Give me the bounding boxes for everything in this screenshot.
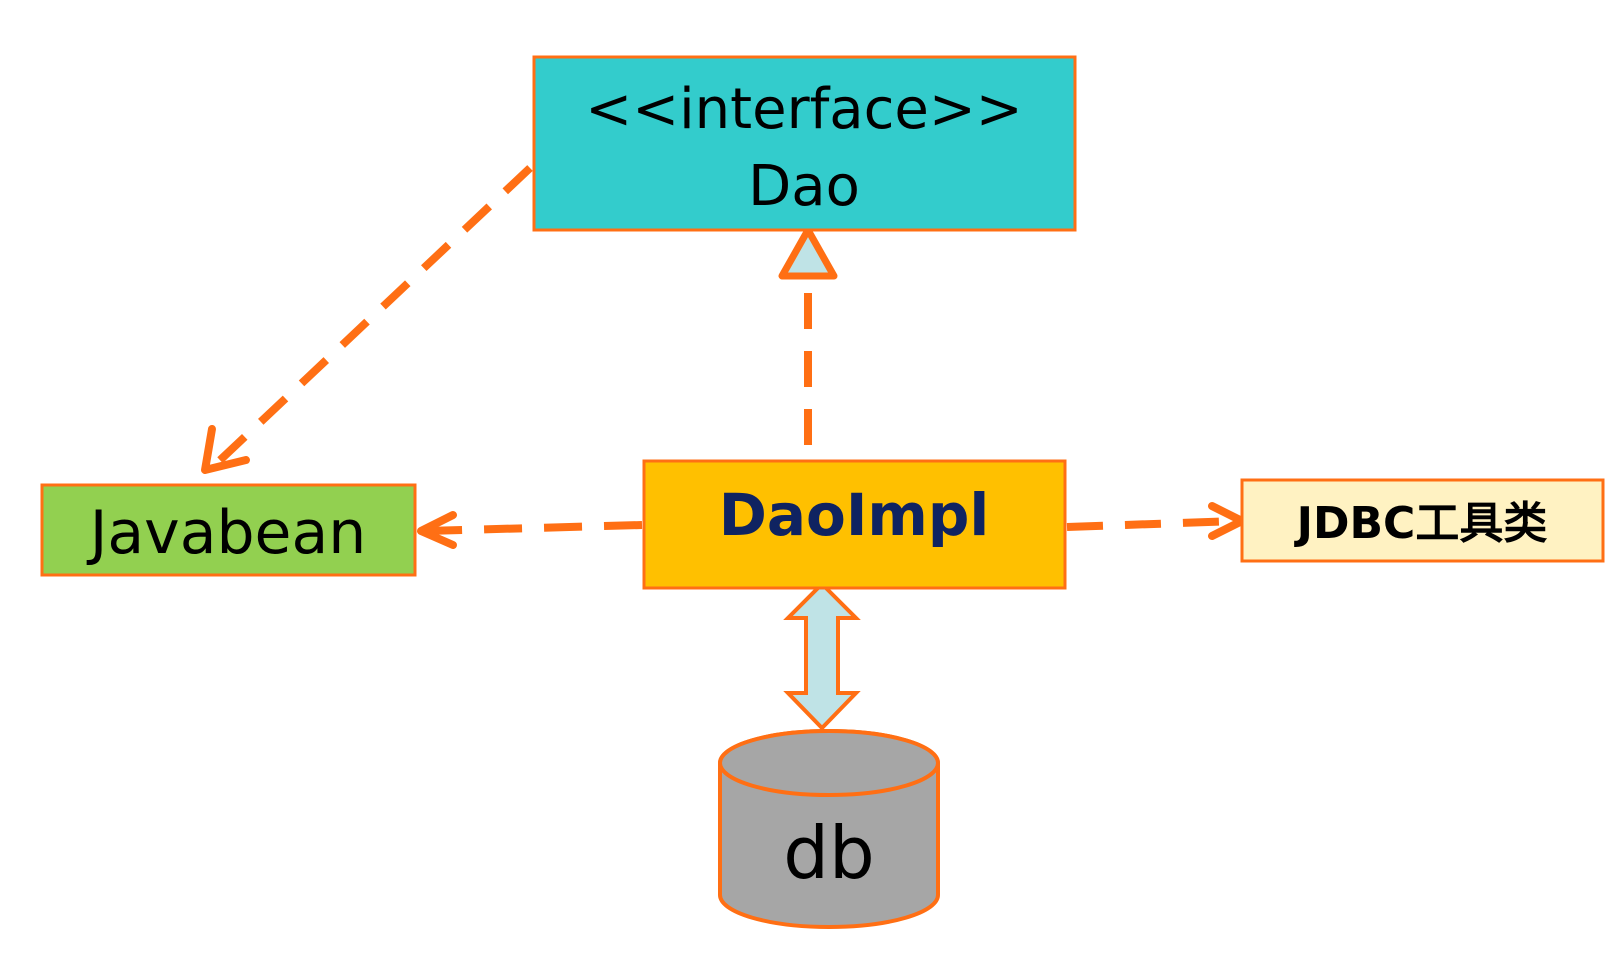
arrowhead-open-icon	[417, 511, 457, 549]
jdbc-box	[1240, 478, 1605, 563]
edge-daoimpl-to-jdbc	[1066, 502, 1246, 540]
node-javabean: Javabean	[40, 483, 417, 577]
edge-dao-to-javabean	[201, 165, 533, 474]
node-db: db	[718, 729, 940, 929]
dao-box	[532, 55, 1077, 232]
edge-daoimpl-to-javabean	[417, 511, 643, 549]
javabean-name: Javabean	[86, 498, 367, 568]
jdbc-name: JDBC工具类	[1294, 498, 1548, 549]
edge-dao-javabean-line	[213, 165, 533, 467]
javabean-box	[40, 483, 417, 577]
edge-daoimpl-javabean-line	[424, 521, 643, 535]
node-jdbc-util: JDBC工具类	[1240, 478, 1605, 563]
arrowhead-open-icon	[201, 425, 250, 474]
dao-stereotype: <<interface>>	[585, 77, 1022, 142]
node-daoimpl: DaoImpl	[642, 459, 1067, 590]
node-dao-interface: <<interface>> Dao	[532, 55, 1077, 232]
double-arrow-icon	[783, 581, 861, 731]
daoimpl-box	[642, 459, 1067, 590]
dao-name: Dao	[748, 154, 860, 219]
db-name: db	[783, 811, 874, 895]
db-cylinder-top	[718, 729, 940, 797]
edge-daoimpl-db	[783, 581, 861, 731]
arrowhead-triangle-icon	[778, 226, 838, 280]
edge-daoimpl-jdbc-line	[1066, 517, 1239, 531]
daoimpl-name: DaoImpl	[719, 481, 990, 549]
edge-daoimpl-to-dao	[778, 226, 838, 445]
